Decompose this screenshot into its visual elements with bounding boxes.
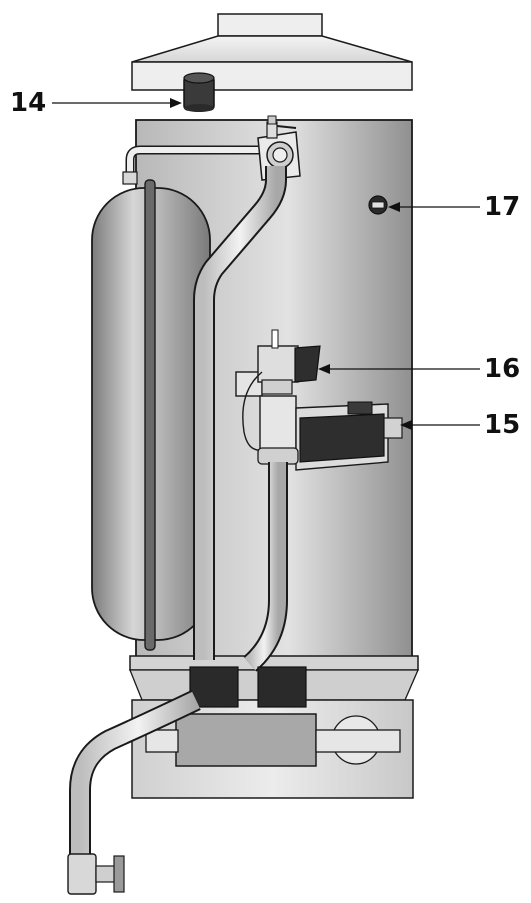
callout-label-14: 14	[10, 88, 47, 118]
shutoff-valve	[67, 853, 125, 895]
arrowhead-16	[318, 364, 330, 374]
pump-outlet-pipe	[243, 462, 288, 672]
base-couplings	[189, 666, 307, 708]
arrowhead-14	[170, 98, 182, 108]
arrowhead-17	[388, 202, 400, 212]
thermostat-17	[368, 195, 388, 215]
solenoid-valve-16	[235, 329, 321, 397]
diagonal-pipe	[193, 166, 287, 660]
callout-label-17: 17	[484, 192, 521, 222]
leader-lines	[52, 98, 480, 430]
upper-pipe	[122, 145, 262, 185]
expansion-vessel	[91, 179, 211, 651]
inlet-pipe	[69, 690, 201, 860]
top-cap	[131, 13, 413, 91]
manifold-block	[145, 713, 401, 767]
hose-adapter-14	[183, 72, 215, 112]
arrowhead-15	[400, 420, 412, 430]
callout-label-15: 15	[484, 410, 521, 440]
callout-label-16: 16	[484, 354, 521, 384]
pump-15	[242, 371, 403, 471]
